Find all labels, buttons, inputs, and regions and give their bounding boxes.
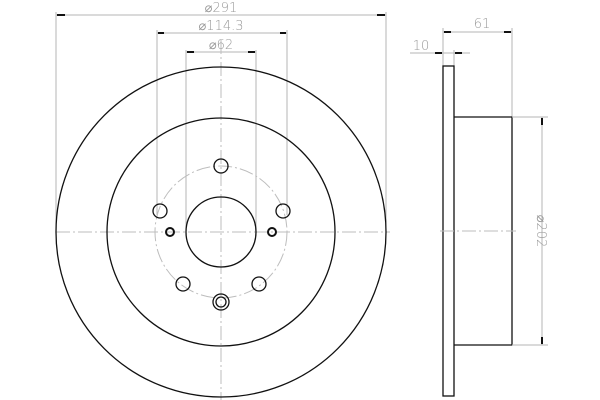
bolt-circle [154, 165, 288, 299]
total-height-label: 61 [474, 17, 491, 32]
outer-diameter-label: ⌀291 [205, 1, 238, 16]
screw-hole [267, 227, 277, 237]
screw-hole [165, 227, 175, 237]
bolt-hole [213, 158, 229, 174]
bolt-hole [175, 276, 191, 292]
bolt-circle-label: ⌀114.3 [198, 19, 243, 34]
bolt-hole [251, 276, 267, 292]
front-view: ⌀291 ⌀114.3 ⌀62 [55, 1, 390, 400]
outer-disc-edge [55, 66, 387, 398]
locator-hole-inner [215, 296, 227, 308]
bolt-hole [275, 203, 291, 219]
thickness-label: 10 [413, 39, 430, 54]
hub-diameter-label: ⌀202 [533, 215, 548, 248]
center-bore-label: ⌀62 [209, 38, 233, 53]
center-bore [185, 196, 257, 268]
braking-surface-inner-edge [106, 117, 336, 347]
bolt-hole [152, 203, 168, 219]
side-view: 61 10 ⌀202 [410, 17, 548, 397]
locator-hole-outer [212, 293, 230, 311]
